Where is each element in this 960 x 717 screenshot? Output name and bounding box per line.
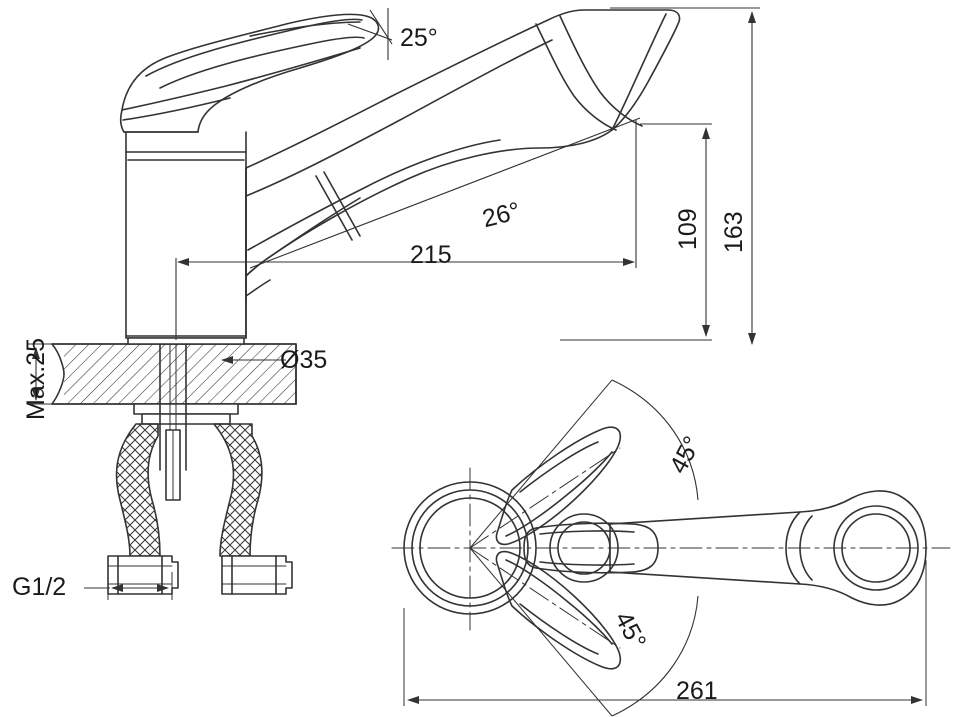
top-view bbox=[391, 426, 951, 670]
dimension-label-thread-size: G1/2 bbox=[12, 573, 67, 601]
dimension-label-angle-lever: 25° bbox=[400, 24, 438, 52]
front-dimension-lines bbox=[28, 7, 760, 600]
front-view bbox=[51, 9, 681, 595]
dimension-label-max-thickness: Max.25 bbox=[22, 338, 50, 420]
dimension-label-height-163: 163 bbox=[720, 211, 748, 253]
top-dimension-lines bbox=[403, 379, 927, 717]
dimension-label-height-109: 109 bbox=[674, 208, 702, 250]
dimension-label-top-length: 261 bbox=[676, 677, 718, 705]
dimension-label-hole-diameter: Ø35 bbox=[280, 346, 328, 374]
dimension-label-spout-length: 215 bbox=[410, 241, 452, 269]
